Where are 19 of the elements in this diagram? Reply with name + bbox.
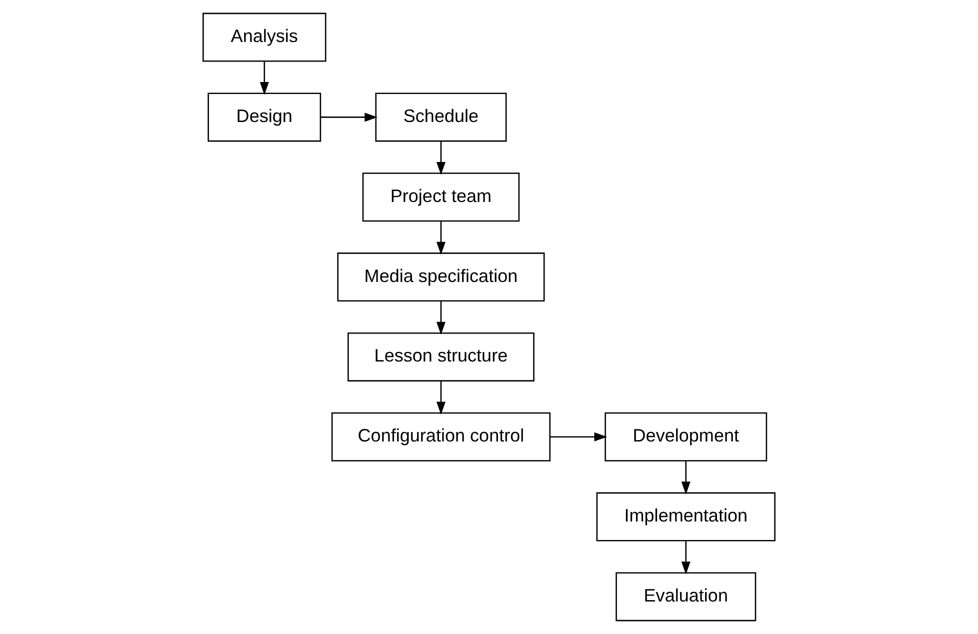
arrow [436, 301, 446, 335]
arrow [260, 61, 269, 95]
arrow [681, 460, 690, 495]
node-box: Schedule [375, 92, 507, 142]
arrow [436, 141, 446, 175]
node-box: Project team [362, 172, 520, 222]
node-box: Media specification [337, 252, 545, 302]
node-box: Lesson structure [348, 332, 534, 382]
node-box: Development [604, 412, 768, 462]
node-box: Design [208, 92, 322, 142]
arrow [681, 540, 690, 574]
arrow [320, 112, 378, 122]
arrow [436, 221, 446, 255]
node-box: Configuration control [331, 412, 551, 462]
arrow [550, 432, 608, 442]
arrow [436, 381, 446, 415]
node-box: Evaluation [616, 572, 756, 622]
node-box: Analysis [202, 12, 326, 62]
node-box: Implementation [596, 492, 776, 542]
